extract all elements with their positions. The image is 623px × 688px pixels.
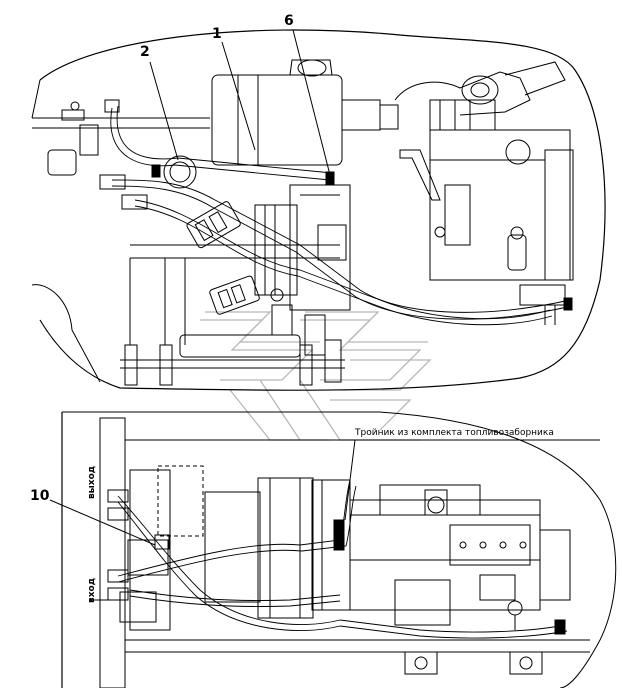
port-label-inlet: вход <box>86 578 97 603</box>
annotation-leader <box>344 439 560 521</box>
round-filter-2 <box>163 155 197 189</box>
leader-6 <box>292 29 331 176</box>
top-view-outline <box>39 29 606 391</box>
fuel-lines-bottom <box>117 479 568 639</box>
bottom-view <box>49 411 617 688</box>
callout-6: 6 <box>284 13 294 29</box>
port-label-outlet: выход <box>87 465 98 500</box>
leader-2 <box>149 61 179 161</box>
leader-10 <box>49 499 156 546</box>
annotation-tee-fitting: Тройник из комплекта топливозаборника <box>355 428 554 438</box>
top-view <box>31 29 606 391</box>
callout-10: 10 <box>30 488 50 504</box>
callout-1: 1 <box>212 26 222 42</box>
watermark-logo <box>200 311 432 441</box>
leader-1 <box>221 41 256 151</box>
fuel-lines-top <box>110 105 573 326</box>
callout-2: 2 <box>140 44 150 60</box>
